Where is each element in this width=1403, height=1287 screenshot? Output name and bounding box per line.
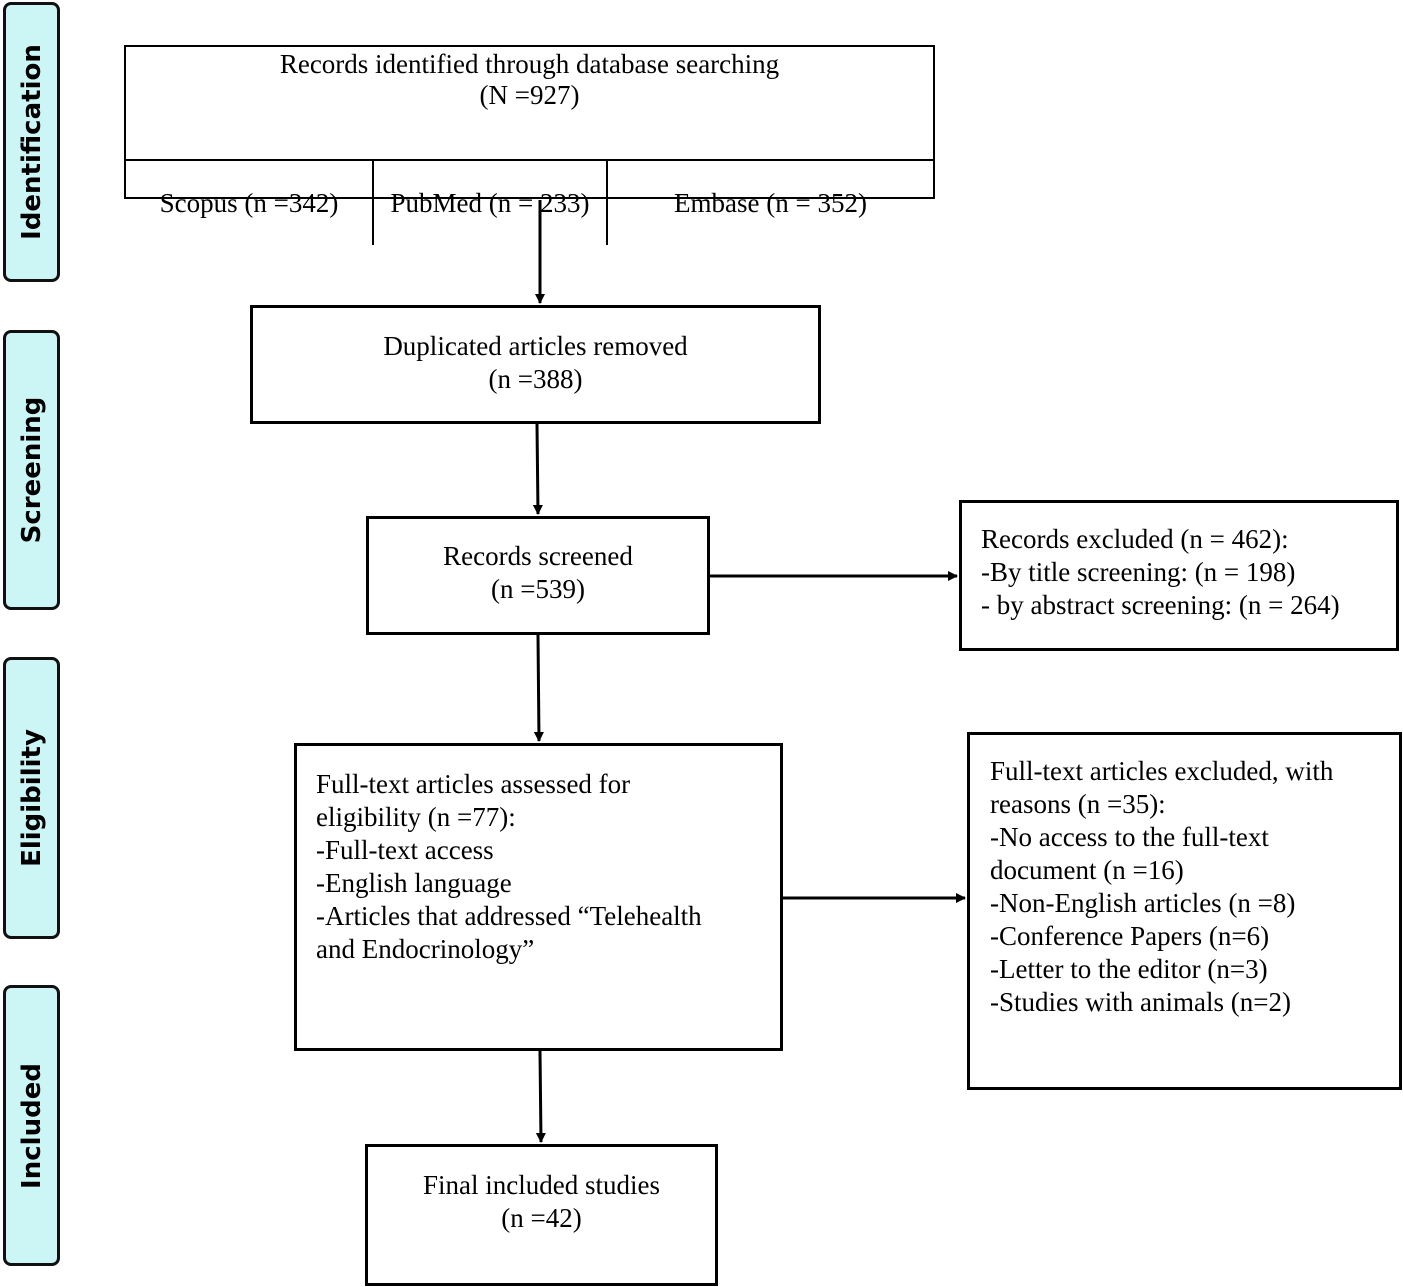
- fulltext-assessed-line: Full-text articles assessed for: [316, 769, 631, 799]
- fulltext-excluded-text: Full-text articles excluded, with reason…: [990, 755, 1333, 1019]
- records-screened-count: (n =539): [491, 574, 585, 604]
- source-pubmed: PubMed (n = 233): [374, 159, 608, 245]
- arrow-duplicates-to-screened: [532, 423, 543, 515]
- arrow-screened-to-fulltext: [533, 634, 544, 742]
- records-excluded-text: Records excluded (n = 462): -By title sc…: [981, 523, 1340, 622]
- stage-tab-identification: Identification: [3, 2, 60, 282]
- arrow-fulltext-to-final: [535, 1050, 546, 1143]
- fulltext-excluded-line: document (n =16): [990, 855, 1184, 885]
- fulltext-assessed-line: -English language: [316, 868, 512, 898]
- records-excluded-line: Records excluded (n = 462):: [981, 524, 1289, 554]
- duplicates-removed-box: Duplicated articles removed (n =388): [250, 305, 821, 424]
- fulltext-assessed-line: -Full-text access: [316, 835, 494, 865]
- records-screened-box: Records screened (n =539): [366, 516, 710, 635]
- fulltext-excluded-line: -No access to the full-text: [990, 822, 1269, 852]
- fulltext-excluded-line: -Studies with animals (n=2): [990, 987, 1291, 1017]
- source-embase: Embase (n = 352): [608, 159, 933, 245]
- duplicates-removed-count: (n =388): [488, 364, 583, 394]
- stage-tab-eligibility: Eligibility: [3, 657, 60, 939]
- fulltext-assessed-line: and Endocrinology”: [316, 934, 535, 964]
- fulltext-assessed-box: Full-text articles assessed for eligibil…: [294, 743, 783, 1051]
- records-identified-text: Records identified through database sear…: [126, 49, 933, 111]
- fulltext-excluded-line: -Letter to the editor (n=3): [990, 954, 1268, 984]
- stage-tab-included: Included: [3, 985, 60, 1266]
- fulltext-assessed-line: eligibility (n =77):: [316, 802, 516, 832]
- final-included-text: Final included studies (n =42): [368, 1169, 715, 1235]
- fulltext-assessed-line: -Articles that addressed “Telehealth: [316, 901, 702, 931]
- source-scopus: Scopus (n =342): [126, 159, 374, 245]
- fulltext-excluded-line: reasons (n =35):: [990, 789, 1166, 819]
- duplicates-removed-text: Duplicated articles removed (n =388): [253, 330, 818, 396]
- records-excluded-line: - by abstract screening: (n = 264): [981, 590, 1340, 620]
- records-excluded-box: Records excluded (n = 462): -By title sc…: [959, 500, 1399, 651]
- fulltext-assessed-text: Full-text articles assessed for eligibil…: [316, 768, 702, 966]
- records-screened-title: Records screened: [443, 541, 633, 571]
- final-included-count: (n =42): [501, 1203, 582, 1233]
- fulltext-excluded-line: Full-text articles excluded, with: [990, 756, 1334, 786]
- final-included-title: Final included studies: [423, 1170, 660, 1200]
- stage-tab-screening: Screening: [3, 330, 60, 610]
- fulltext-excluded-line: -Conference Papers (n=6): [990, 921, 1270, 951]
- records-identified-count: (N =927): [479, 80, 580, 110]
- fulltext-excluded-line: -Non-English articles (n =8): [990, 888, 1296, 918]
- fulltext-excluded-box: Full-text articles excluded, with reason…: [967, 732, 1402, 1090]
- records-screened-text: Records screened (n =539): [369, 540, 707, 606]
- records-identified-box: Records identified through database sear…: [124, 45, 935, 245]
- duplicates-removed-title: Duplicated articles removed: [383, 331, 688, 361]
- final-included-box: Final included studies (n =42): [365, 1144, 718, 1286]
- records-excluded-line: -By title screening: (n = 198): [981, 557, 1296, 587]
- records-identified-title: Records identified through database sear…: [279, 49, 780, 79]
